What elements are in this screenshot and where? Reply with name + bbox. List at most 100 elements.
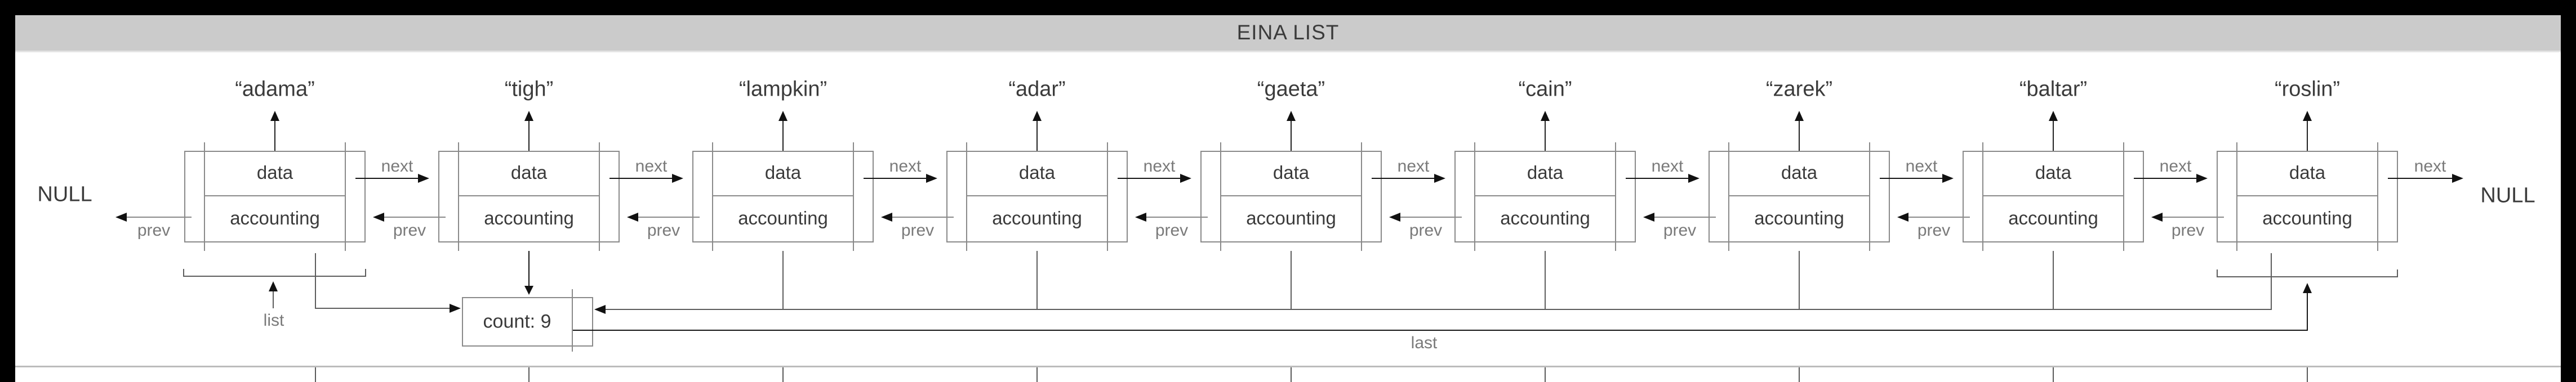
name-pointer-arrow bbox=[2307, 119, 2308, 151]
node-inner-border-left bbox=[204, 142, 205, 251]
accounting-cell-label: accounting bbox=[992, 208, 1082, 228]
name-pointer-arrow bbox=[2053, 119, 2054, 151]
data-cell-label: data bbox=[510, 162, 548, 183]
accounting-cell-label: accounting bbox=[1246, 208, 1336, 228]
node-inner-border-left bbox=[1728, 142, 1729, 251]
accounting-link-line bbox=[782, 251, 784, 310]
node-name-label: “gaeta” bbox=[1257, 77, 1325, 101]
accounting-link-arrowhead bbox=[594, 305, 606, 314]
prev-arrow bbox=[127, 217, 192, 218]
next-arrowhead bbox=[672, 174, 683, 183]
node-cell-divider bbox=[1982, 195, 2124, 196]
next-arrowhead bbox=[1180, 174, 1191, 183]
name-pointer-arrow bbox=[1799, 119, 1800, 151]
next-arrow bbox=[1626, 178, 1688, 179]
node-box bbox=[438, 151, 620, 242]
title-bar: EINA LIST bbox=[15, 15, 2561, 52]
node-cell-divider bbox=[1220, 195, 1362, 196]
accounting-cell-label: accounting bbox=[1754, 208, 1844, 228]
name-pointer-arrowhead bbox=[778, 111, 788, 121]
next-arrow-label: next bbox=[1905, 157, 1938, 176]
next-arrow bbox=[2134, 178, 2196, 179]
prev-arrow bbox=[384, 217, 446, 218]
node-inner-border-right bbox=[1869, 142, 1870, 251]
node-name-label: “adama” bbox=[235, 77, 315, 101]
prev-arrowhead bbox=[627, 213, 638, 222]
next-arrow bbox=[2388, 178, 2452, 179]
bottom-separator bbox=[15, 366, 2561, 367]
node-cell-divider bbox=[2236, 195, 2378, 196]
null-label-right: NULL bbox=[2480, 183, 2535, 208]
next-arrow-label: next bbox=[2414, 157, 2446, 176]
accounting-cell-label: accounting bbox=[484, 208, 574, 228]
prev-arrow bbox=[1654, 217, 1716, 218]
node-inner-border-left bbox=[1220, 142, 1221, 251]
last-label: last bbox=[1411, 334, 1438, 352]
next-arrow-label: next bbox=[1397, 157, 1430, 176]
next-arrowhead bbox=[1434, 174, 1445, 183]
name-pointer-arrow bbox=[1291, 119, 1292, 151]
node-box bbox=[692, 151, 874, 242]
next-arrow bbox=[1118, 178, 1180, 179]
name-pointer-arrowhead bbox=[1795, 111, 1804, 121]
accounting-link-line bbox=[315, 308, 450, 309]
node-name-label: “cain” bbox=[1518, 77, 1572, 101]
data-cell-label: data bbox=[2289, 162, 2326, 183]
prev-arrowhead bbox=[2151, 213, 2163, 222]
count-box-inner-border bbox=[572, 289, 573, 352]
prev-arrowhead bbox=[373, 213, 384, 222]
prev-arrow bbox=[892, 217, 954, 218]
name-pointer-arrowhead bbox=[1541, 111, 1550, 121]
accounting-link-line bbox=[606, 309, 2272, 310]
prev-arrow-label: prev bbox=[1663, 221, 1697, 240]
prev-arrow-label: prev bbox=[137, 221, 171, 240]
prev-arrowhead bbox=[115, 213, 127, 222]
node-cell-divider bbox=[458, 195, 600, 196]
page-title: EINA LIST bbox=[1236, 21, 1340, 44]
accounting-link-line bbox=[2271, 253, 2272, 310]
name-pointer-arrow bbox=[1545, 119, 1546, 151]
prev-arrow-label: prev bbox=[1155, 221, 1189, 240]
accounting-link-line bbox=[1291, 251, 1292, 310]
name-pointer-arrowhead bbox=[2049, 111, 2058, 121]
column-tick bbox=[1291, 367, 1292, 382]
column-tick bbox=[1036, 367, 1038, 382]
next-arrow-label: next bbox=[1651, 157, 1684, 176]
node-inner-border-left bbox=[966, 142, 967, 251]
last-bracket bbox=[2217, 276, 2398, 277]
data-cell-label: data bbox=[256, 162, 293, 183]
prev-arrow-label: prev bbox=[1409, 221, 1443, 240]
column-tick bbox=[782, 367, 784, 382]
node-name-label: “adar” bbox=[1008, 77, 1066, 101]
next-arrow-label: next bbox=[889, 157, 922, 176]
list-bracket bbox=[183, 276, 366, 277]
next-arrow bbox=[609, 178, 672, 179]
next-arrowhead bbox=[2196, 174, 2208, 183]
data-cell-label: data bbox=[764, 162, 802, 183]
node-box bbox=[1454, 151, 1636, 242]
node-cell-divider bbox=[204, 195, 346, 196]
node-name-label: “lampkin” bbox=[738, 77, 827, 101]
next-arrow-label: next bbox=[2159, 157, 2192, 176]
null-label-left: NULL bbox=[37, 182, 92, 206]
accounting-link-line bbox=[315, 253, 316, 309]
last-link-arrowhead bbox=[2303, 283, 2312, 293]
prev-arrowhead bbox=[1643, 213, 1654, 222]
accounting-link-arrowhead bbox=[524, 286, 533, 295]
node-box bbox=[2217, 151, 2398, 242]
next-arrowhead bbox=[926, 174, 937, 183]
node-inner-border-left bbox=[1982, 142, 1983, 251]
next-arrowhead bbox=[418, 174, 429, 183]
next-arrow bbox=[1880, 178, 1942, 179]
accounting-link-line bbox=[2053, 251, 2054, 310]
node-inner-border-left bbox=[712, 142, 713, 251]
node-inner-border-right bbox=[1107, 142, 1108, 251]
prev-arrow bbox=[1908, 217, 1970, 218]
accounting-link-line bbox=[528, 251, 530, 286]
last-link-line bbox=[2307, 293, 2308, 330]
accounting-cell-label: accounting bbox=[230, 208, 320, 228]
accounting-cell-label: accounting bbox=[2008, 208, 2098, 228]
column-tick bbox=[528, 367, 530, 382]
